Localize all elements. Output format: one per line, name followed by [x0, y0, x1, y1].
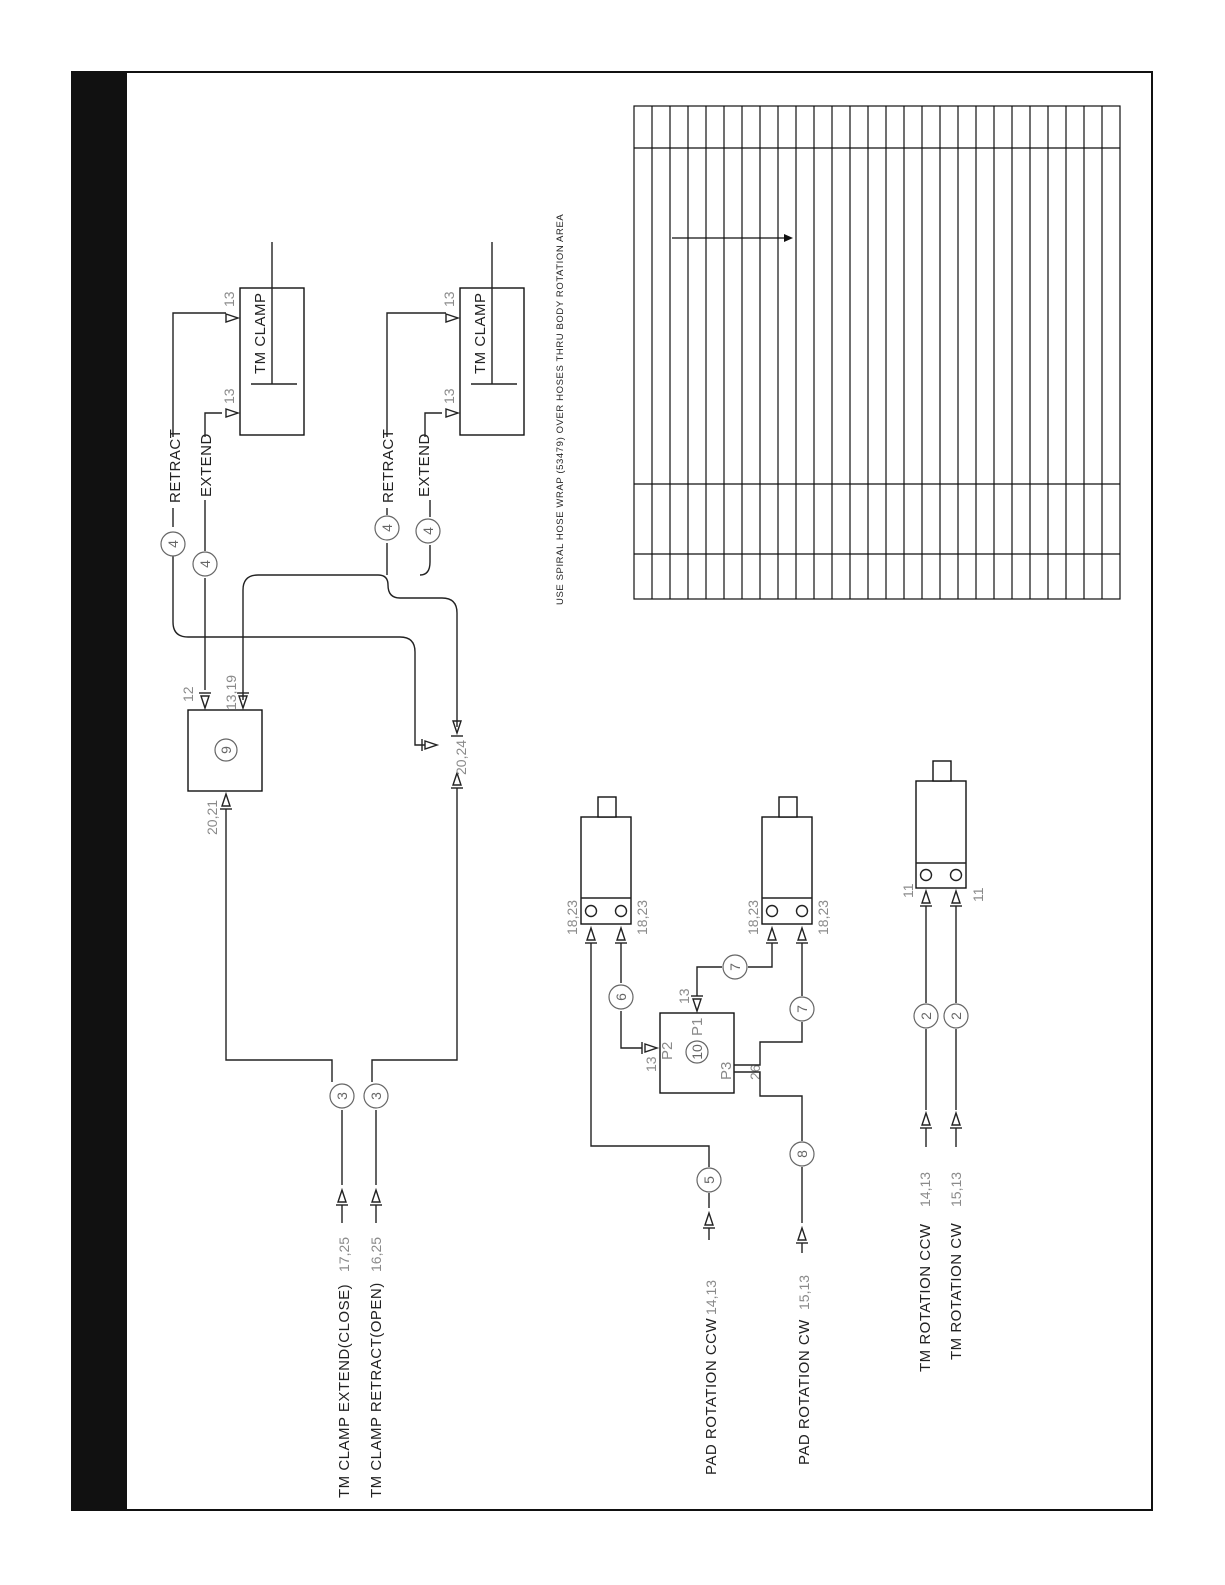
pad-hose-lines [590, 943, 808, 1253]
valve-9-block: 9 [187, 709, 263, 792]
side-black-band [72, 72, 126, 1510]
cyl2-port-ref-a: 13 [441, 388, 457, 404]
motor1-ref-a: 18,23 [564, 900, 580, 935]
tm-clamp-extend-label: TM CLAMP EXTEND(CLOSE) [336, 1284, 353, 1498]
pad-motor-fittings [585, 925, 808, 944]
valve9-ref-12: 12 [180, 686, 196, 702]
motor1-ref-b: 18,23 [634, 900, 650, 935]
valve9-ref-13-19: 13,19 [223, 675, 239, 710]
pad-rotation-ccw-ref: 14,13 [703, 1280, 719, 1315]
tm-rotation-fittings [920, 888, 962, 1129]
hose-4-b: 4 [197, 560, 213, 568]
pad-motor-1 [580, 796, 632, 925]
valve10-ref-13-left: 13 [643, 1056, 659, 1072]
valve9-fittings [199, 692, 249, 810]
tm-clamp-cylinder-1: TM CLAMP [239, 242, 305, 436]
hose-4-d: 4 [420, 527, 436, 535]
hose-2-markers: 2 2 [913, 1003, 969, 1029]
tm-clamp-supply-lines [225, 788, 458, 1223]
tm-clamp-cylinder-2: TM CLAMP [459, 242, 525, 436]
retract-label-2: RETRACT [380, 429, 397, 503]
cyl1-port-ref-a: 13 [221, 388, 237, 404]
hose-3-markers: 3 3 [329, 1083, 389, 1109]
hose-2-b: 2 [948, 1012, 964, 1020]
hose-2-a: 2 [918, 1012, 934, 1020]
table-arrow-head [784, 234, 793, 242]
tm-rotation-cw-ref: 15,13 [948, 1172, 964, 1207]
pad-rotation-ccw-label: PAD ROTATION CCW [703, 1318, 720, 1476]
tm-rotation-ccw-label: TM ROTATION CCW [917, 1223, 934, 1372]
cylinder-hose-lines [172, 312, 446, 551]
tm-clamp-label-2: TM CLAMP [472, 292, 489, 374]
tm-rotation-motor [915, 760, 967, 889]
hose-6: 6 [613, 993, 629, 1001]
valve-10-block: 10 P1 P2 P3 [659, 1012, 735, 1094]
tm-motor-ref-b: 11 [970, 887, 986, 902]
pad-rotation-cw-label: PAD ROTATION CW [796, 1319, 813, 1465]
cyl1-port-ref-b: 13 [221, 291, 237, 307]
hose-8: 8 [794, 1150, 810, 1158]
tm-rotation-cw-label: TM ROTATION CW [948, 1222, 965, 1360]
hose-3-b: 3 [368, 1092, 384, 1100]
hose-3-a: 3 [334, 1092, 350, 1100]
tm-clamp-label-1: TM CLAMP [252, 292, 269, 374]
pad-rotation-cw-ref: 15,13 [796, 1275, 812, 1310]
valve9-hose-lines [172, 543, 458, 746]
hose-7-b: 7 [794, 1005, 810, 1013]
hose-5: 5 [701, 1176, 717, 1184]
tm-rotation-ccw-ref: 14,13 [917, 1172, 933, 1207]
cyl2-port-ref-b: 13 [441, 291, 457, 307]
motor2-ref-b: 18,23 [815, 900, 831, 935]
valve-10-p3: P3 [718, 1062, 735, 1080]
parts-table [633, 105, 1121, 600]
pad-motor-2 [761, 796, 813, 925]
motor2-ref-a: 18,23 [745, 900, 761, 935]
hose-4-a: 4 [165, 540, 181, 548]
valve-10-number: 10 [689, 1044, 705, 1060]
hose-4-c: 4 [379, 524, 395, 532]
valve-10-p1: P1 [689, 1018, 706, 1036]
valve-10-p2: P2 [659, 1042, 676, 1060]
valve10-ref-13-top: 13 [676, 988, 692, 1004]
valve-9-number: 9 [218, 746, 234, 754]
hose-7-a: 7 [727, 963, 743, 971]
hose-4-markers: 4 4 4 4 [160, 515, 441, 577]
pad-hose-markers: 5 6 7 7 8 [608, 954, 815, 1193]
valve9-ref-20-21: 20,21 [204, 800, 220, 835]
tm-clamp-retract-label: TM CLAMP RETRACT(OPEN) [368, 1282, 385, 1498]
hose-wrap-note: USE SPIRAL HOSE WRAP (53479) OVER HOSES … [555, 214, 566, 605]
cylinder-port-fittings [225, 313, 461, 418]
extend-label-1: EXTEND [198, 433, 215, 497]
tm-rotation-lines [925, 906, 957, 1147]
tm-clamp-retract-ref: 16,25 [368, 1237, 384, 1272]
extend-label-2: EXTEND [416, 433, 433, 497]
tee-ref-20-24: 20,24 [453, 740, 469, 775]
tm-clamp-extend-ref: 17,25 [336, 1237, 352, 1272]
tm-motor-ref-a: 11 [900, 883, 916, 898]
retract-label-1: RETRACT [167, 429, 184, 503]
